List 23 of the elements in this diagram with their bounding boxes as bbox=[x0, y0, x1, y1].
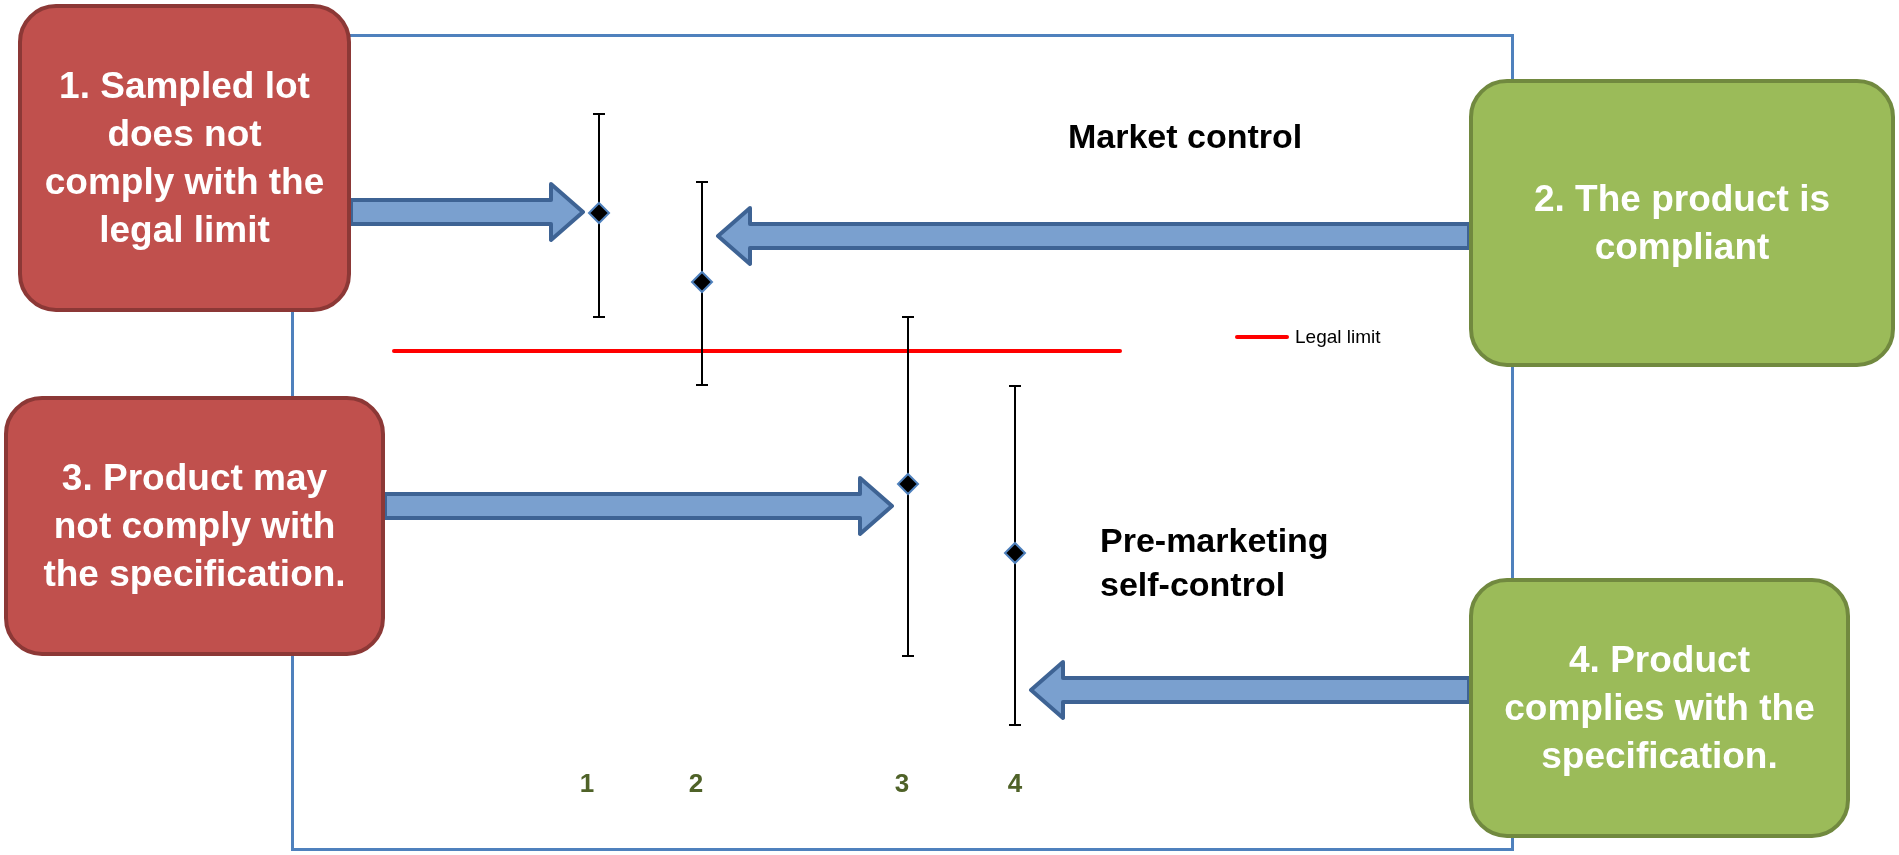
block-arrow bbox=[716, 206, 1471, 266]
axis-tick-label: 3 bbox=[894, 768, 910, 799]
error-bar-marker bbox=[587, 112, 611, 319]
error-bar-marker bbox=[1003, 384, 1027, 727]
box-text: 1. Sampled lot does not comply with the legal limit bbox=[44, 63, 325, 253]
box-text: 4. Product complies with the specification. bbox=[1503, 637, 1816, 779]
axis-tick-label: 2 bbox=[688, 768, 704, 799]
block-arrow bbox=[383, 476, 894, 536]
legend-text: Legal limit bbox=[1295, 326, 1381, 348]
error-bar-marker bbox=[690, 180, 714, 387]
section-label: Pre-marketing self-control bbox=[1100, 520, 1330, 606]
axis-tick-label: 1 bbox=[579, 768, 595, 799]
box-text: 2. The product is compliant bbox=[1532, 176, 1831, 269]
statement-box bbox=[1469, 578, 1850, 838]
statement-box bbox=[18, 4, 351, 312]
block-arrow bbox=[1029, 660, 1471, 720]
axis-tick-label: 4 bbox=[1007, 768, 1023, 799]
box-text: 3. Product may not comply with the specification. bbox=[42, 455, 347, 597]
section-label: Market control bbox=[1068, 116, 1304, 157]
error-bar-marker bbox=[896, 315, 920, 658]
statement-box bbox=[1469, 79, 1895, 367]
statement-box bbox=[4, 396, 385, 656]
block-arrow bbox=[349, 182, 585, 242]
